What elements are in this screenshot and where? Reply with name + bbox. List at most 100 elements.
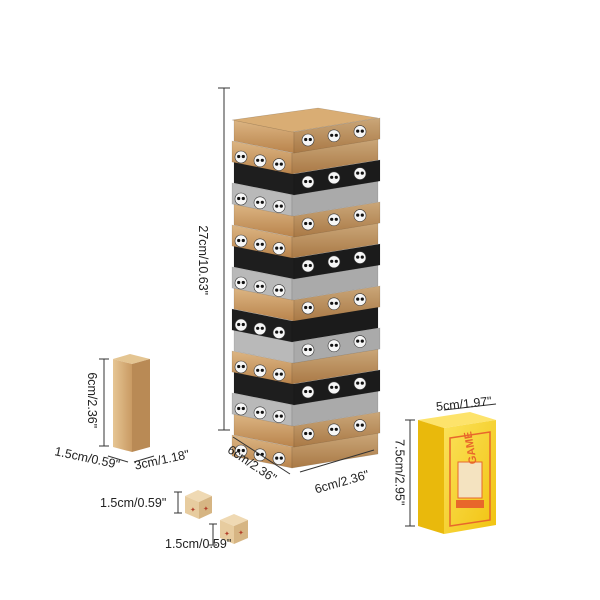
tower-dimension-lines: [218, 87, 375, 475]
panda-face-icon: [301, 133, 315, 147]
panda-eye-icon: [308, 347, 312, 352]
panda-eye-icon: [237, 238, 241, 243]
panda-eye-icon: [241, 196, 245, 201]
panda-eye-icon: [334, 217, 338, 221]
panda-face-icon: [253, 154, 267, 168]
panda-eye-icon: [308, 179, 312, 184]
panda-face-icon: [272, 368, 286, 381]
panda-eye-icon: [360, 381, 364, 385]
panda-eye-icon: [330, 301, 334, 305]
panda-eye-icon: [241, 322, 245, 327]
panda-face-icon: [353, 167, 367, 180]
panda-eye-icon: [260, 410, 264, 414]
single-block: [113, 354, 150, 452]
panda-eye-icon: [308, 305, 312, 310]
panda-eye-icon: [334, 385, 338, 389]
panda-eye-icon: [279, 246, 283, 250]
panda-face-icon: [272, 284, 286, 297]
panda-eye-icon: [360, 171, 364, 175]
panda-eye-icon: [308, 137, 312, 142]
panda-face-icon: [353, 293, 367, 306]
panda-eye-icon: [334, 427, 338, 431]
panda-eye-icon: [237, 322, 241, 327]
panda-eye-icon: [308, 389, 312, 394]
panda-eye-icon: [334, 133, 338, 137]
panda-eye-icon: [360, 255, 364, 259]
panda-eye-icon: [256, 368, 260, 372]
panda-face-icon: [301, 343, 315, 357]
panda-face-icon: [327, 297, 341, 311]
panda-eye-icon: [360, 423, 364, 427]
panda-eye-icon: [237, 406, 241, 411]
panda-face-icon: [253, 238, 267, 252]
panda-eye-icon: [275, 204, 279, 208]
panda-face-icon: [327, 171, 341, 185]
panda-face-icon: [353, 377, 367, 390]
panda-eye-icon: [275, 246, 279, 250]
tower-layer-shade: [292, 223, 378, 258]
panda-eye-icon: [308, 431, 312, 436]
panda-eye-icon: [304, 263, 308, 268]
panda-face-icon: [327, 381, 341, 395]
dice-size-label-1: 1.5cm/0.59": [100, 496, 167, 510]
panda-face-icon: [353, 209, 367, 222]
panda-face-icon: [234, 318, 248, 332]
panda-eye-icon: [334, 343, 338, 347]
panda-eye-icon: [279, 288, 283, 292]
panda-eye-icon: [241, 280, 245, 285]
panda-eye-icon: [334, 259, 338, 263]
panda-face-icon: [253, 322, 267, 336]
panda-eye-icon: [241, 364, 245, 369]
panda-eye-icon: [330, 133, 334, 137]
panda-face-icon: [234, 360, 248, 374]
panda-eye-icon: [275, 372, 279, 376]
panda-eye-icon: [260, 368, 264, 372]
panda-eye-icon: [256, 326, 260, 330]
panda-face-icon: [353, 335, 367, 348]
box-dimension-lines: [405, 403, 497, 527]
svg-text:✦: ✦: [238, 529, 244, 537]
panda-eye-icon: [330, 427, 334, 431]
panda-eye-icon: [260, 284, 264, 288]
tower-height-label: 27cm/10.63": [196, 225, 211, 296]
tower-layer-shade: [292, 265, 378, 300]
panda-eye-icon: [260, 200, 264, 204]
panda-eye-icon: [360, 297, 364, 301]
panda-face-icon: [301, 217, 315, 231]
panda-eye-icon: [260, 242, 264, 246]
tower-layer-shade: [292, 139, 378, 174]
panda-face-icon: [234, 150, 248, 164]
panda-eye-icon: [356, 129, 360, 133]
panda-eye-icon: [356, 297, 360, 301]
panda-eye-icon: [256, 410, 260, 414]
panda-eye-icon: [260, 326, 264, 330]
panda-eye-icon: [279, 204, 283, 208]
panda-eye-icon: [330, 343, 334, 347]
panda-eye-icon: [237, 448, 241, 453]
panda-eye-icon: [308, 263, 312, 268]
panda-eye-icon: [275, 330, 279, 334]
panda-eye-icon: [279, 162, 283, 166]
panda-eye-icon: [304, 305, 308, 310]
panda-face-icon: [234, 444, 248, 458]
block-dimension-lines: [99, 358, 155, 463]
game-box: GAME: [418, 412, 496, 534]
panda-eye-icon: [256, 158, 260, 162]
panda-face-icon: [253, 364, 267, 378]
panda-eye-icon: [356, 171, 360, 175]
box-brand-text: GAME: [462, 431, 480, 466]
tower-layer-shade: [292, 181, 378, 216]
tower-layer-shade: [292, 349, 378, 384]
panda-face-icon: [353, 125, 367, 138]
panda-face-icon: [253, 406, 267, 420]
panda-face-icon: [301, 385, 315, 399]
panda-eye-icon: [279, 372, 283, 376]
panda-eye-icon: [275, 414, 279, 418]
panda-eye-icon: [304, 389, 308, 394]
panda-face-icon: [301, 427, 315, 441]
block-height-label: 6cm/2.36": [85, 372, 100, 429]
panda-eye-icon: [356, 213, 360, 217]
panda-face-icon: [353, 419, 367, 432]
panda-eye-icon: [279, 414, 283, 418]
